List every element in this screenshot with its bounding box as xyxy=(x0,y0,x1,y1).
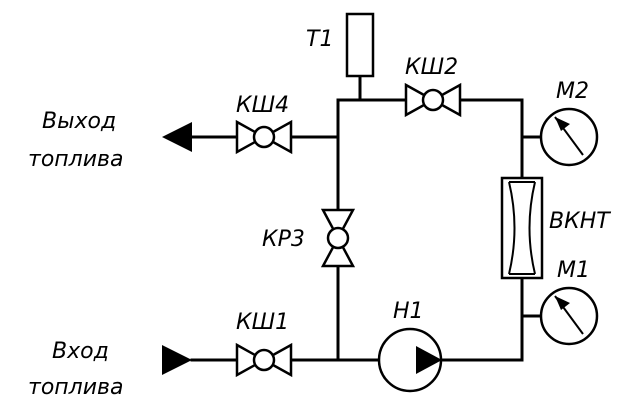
component-vknt xyxy=(500,176,544,280)
label-inlet-line1: Вход xyxy=(52,339,109,364)
label-outlet-line1: Выход xyxy=(42,109,116,134)
label-t1: Т1 xyxy=(306,27,333,52)
label-ksh2: КШ2 xyxy=(405,55,458,80)
pump-h1 xyxy=(377,327,443,393)
valve-ksh4 xyxy=(235,119,293,155)
valve-ksh1 xyxy=(235,342,293,378)
label-m2: М2 xyxy=(556,79,589,104)
outlet-arrow-icon xyxy=(162,122,192,152)
label-ksh4: КШ4 xyxy=(236,93,289,118)
valve-kr3 xyxy=(320,208,356,268)
pipe-top xyxy=(336,98,524,180)
label-m1: М1 xyxy=(557,258,590,283)
gauge-m2 xyxy=(520,107,599,167)
label-ksh1: КШ1 xyxy=(236,310,289,335)
valve-ksh2 xyxy=(404,82,462,118)
inlet-arrow-icon xyxy=(162,345,192,375)
label-h1: Н1 xyxy=(393,299,424,324)
label-vknt: ВКНТ xyxy=(549,209,611,234)
label-inlet-line2: топлива xyxy=(28,375,123,400)
label-kr3: КР3 xyxy=(262,227,305,252)
gauge-m1 xyxy=(520,286,599,346)
sensor-t1 xyxy=(345,12,375,78)
label-outlet-line2: топлива xyxy=(28,147,123,172)
